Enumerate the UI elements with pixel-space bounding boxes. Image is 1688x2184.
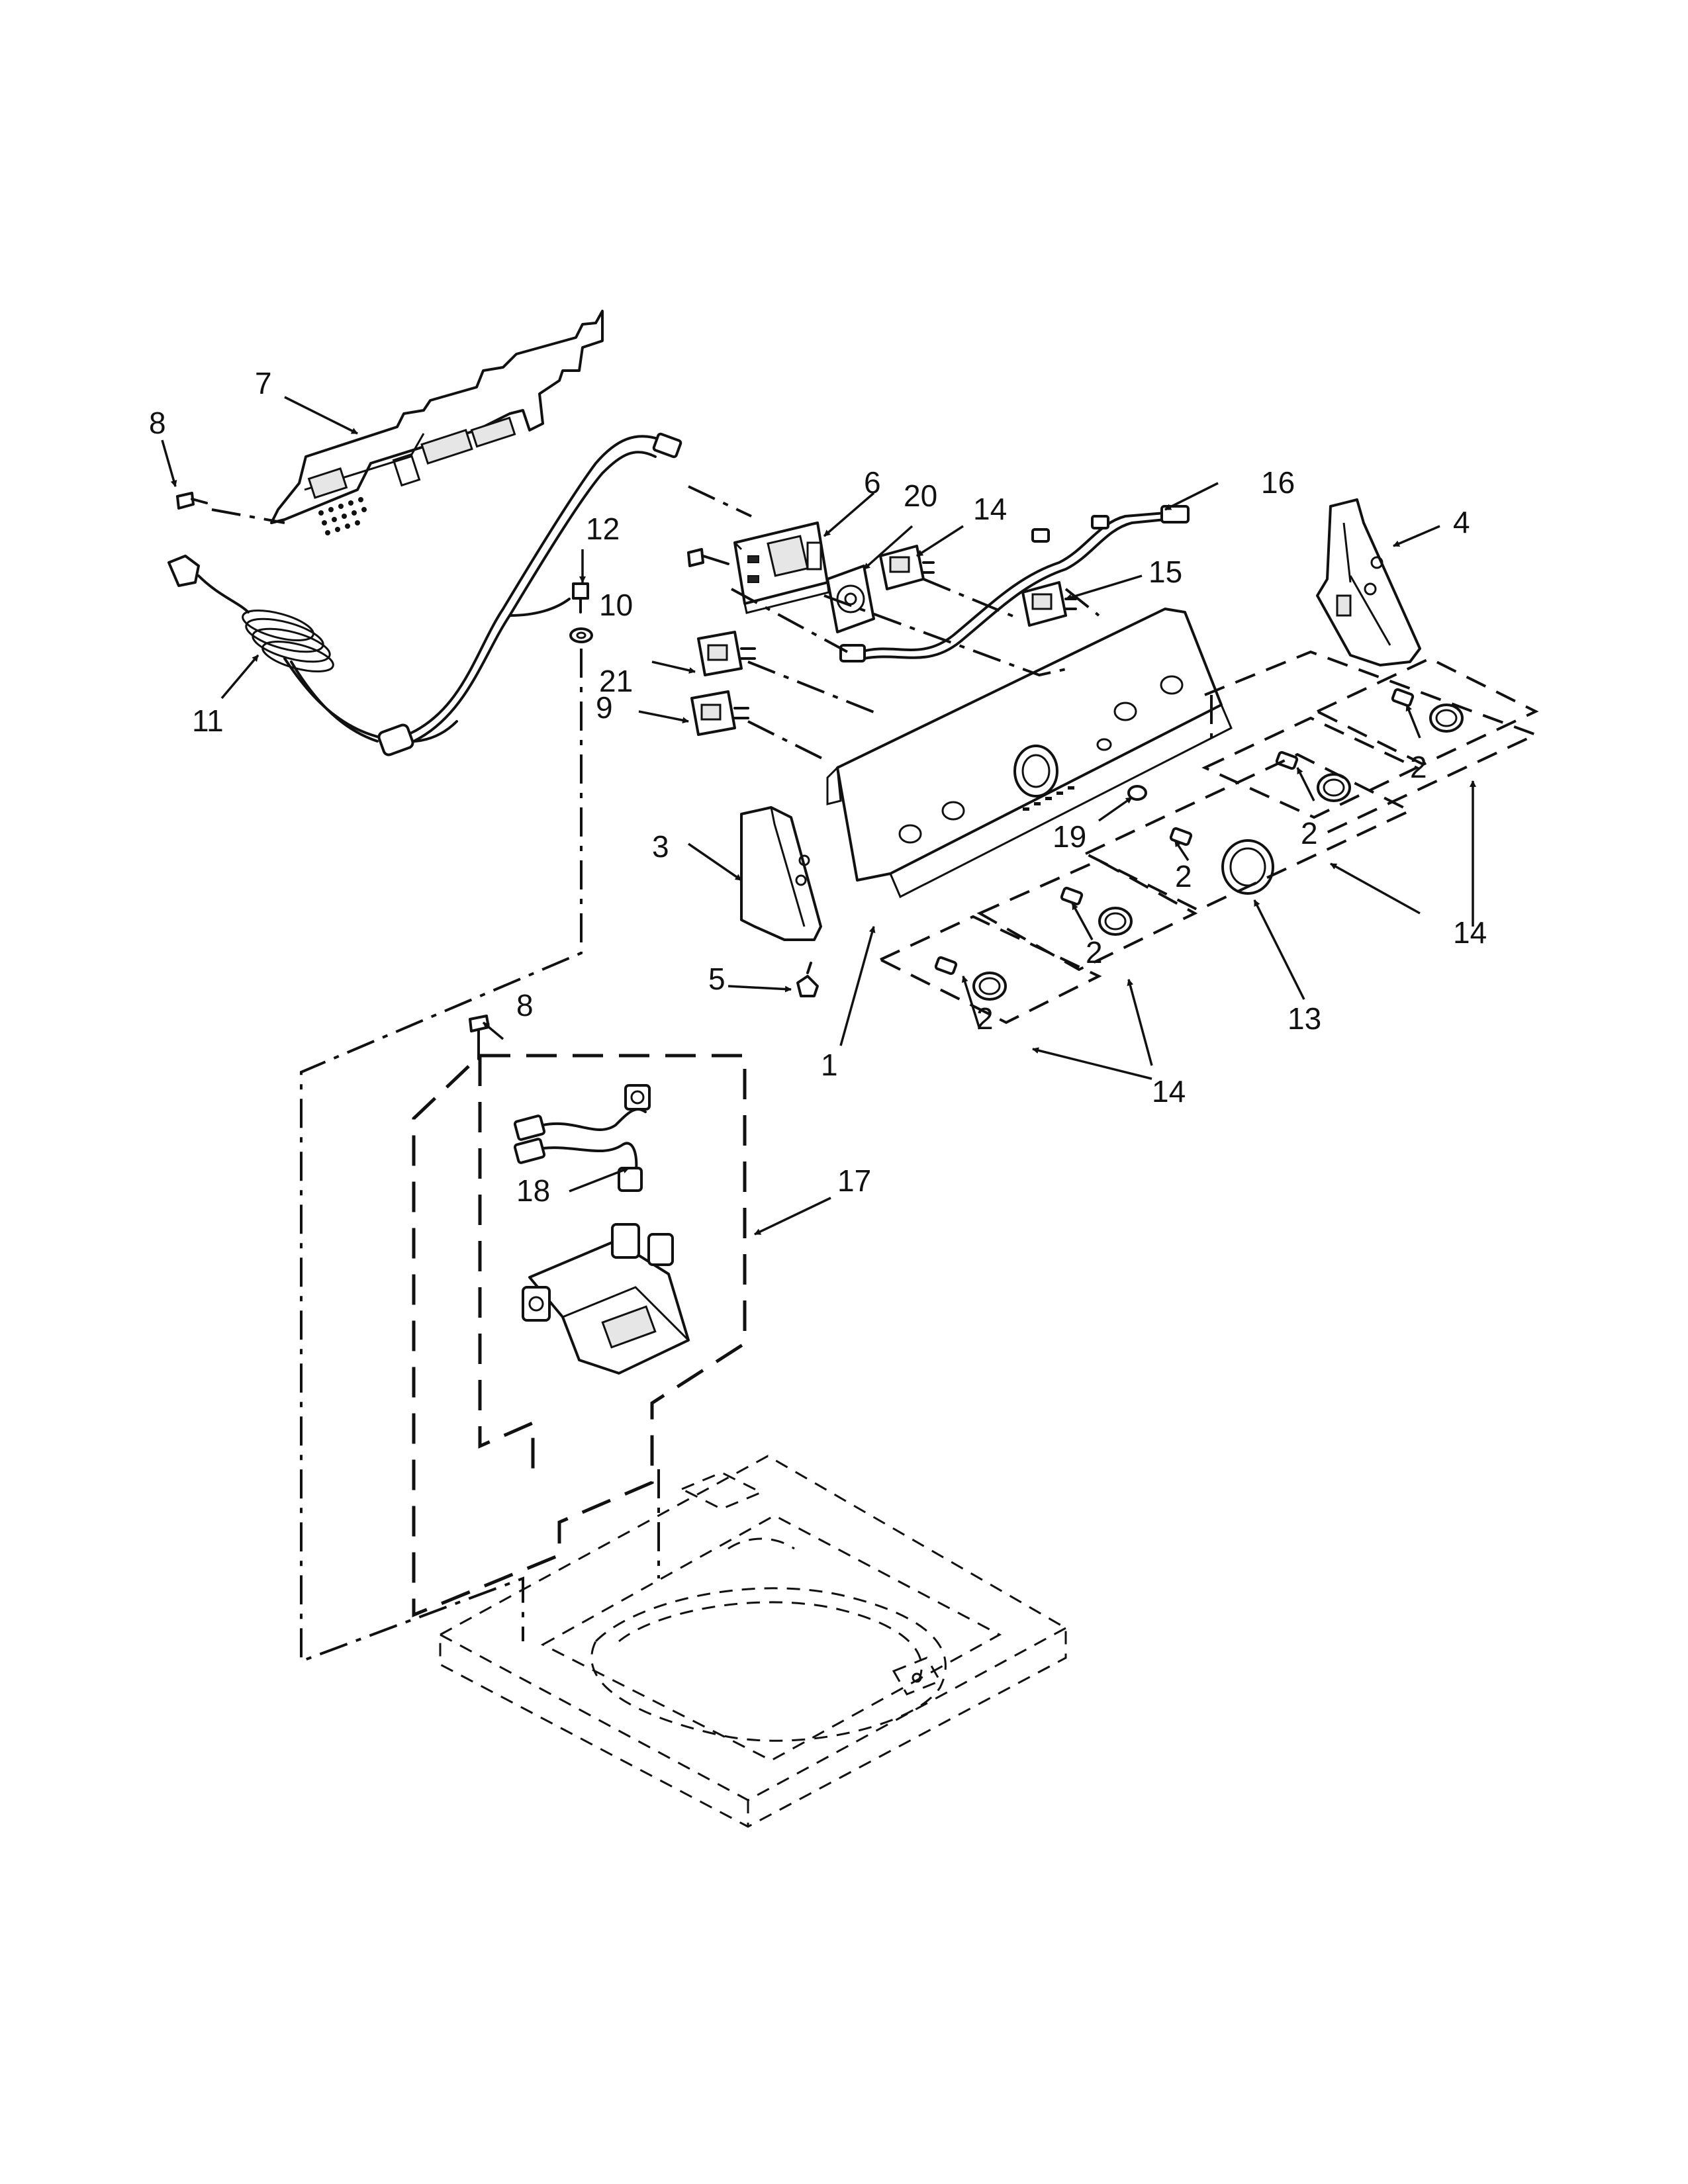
callout-17: 17: [837, 1163, 871, 1198]
water-valve-kit-frame: [412, 1054, 747, 1617]
top-cabinet-part: [439, 1455, 1067, 1828]
screw-part-top: [176, 492, 208, 510]
callout-12: 12: [586, 512, 620, 546]
water-valve-harness-part: [513, 1084, 651, 1192]
end-cap-left-part: [740, 806, 822, 941]
kit-frame-14e: [1314, 657, 1539, 766]
callout-1: 1: [821, 1048, 838, 1082]
switch-part-lower: [1021, 581, 1077, 627]
control-board-part: [733, 522, 830, 614]
wire-harness-part: [839, 505, 1190, 662]
callout-3: 3: [652, 829, 669, 864]
callout-15-lower: 15: [1149, 555, 1182, 589]
kit-frame-large: [1204, 650, 1540, 835]
callout-13: 13: [1288, 1001, 1321, 1036]
power-cord-part: [167, 432, 682, 756]
callout-6: 6: [864, 465, 881, 500]
leader-arrows: [161, 396, 1476, 1236]
callout-10: 10: [599, 588, 633, 622]
switch-part-21: [697, 631, 756, 676]
callout-5: 5: [708, 962, 726, 996]
callout-21: 21: [599, 664, 633, 698]
knob-group-1: [934, 956, 1007, 1001]
callout-2-b: 2: [1086, 935, 1103, 970]
callout-11: 11: [192, 704, 224, 738]
clip-part: [796, 962, 819, 997]
rear-panel-bracket-part: [270, 310, 604, 535]
callout-15-upper: 14: [973, 492, 1007, 526]
callout-9: 9: [596, 690, 613, 725]
board-screw-part: [687, 548, 729, 567]
callout-8-top: 8: [149, 406, 166, 440]
callout-18: 18: [516, 1173, 550, 1208]
knob-group-2: [1060, 886, 1133, 936]
callout-7: 7: [255, 366, 272, 400]
encoder-part: [826, 565, 875, 633]
indicator-part: [1127, 785, 1147, 801]
callout-20: 20: [904, 478, 937, 513]
callout-16: 16: [1261, 465, 1295, 500]
kit-frame-14a: [877, 915, 1102, 1024]
callout-4: 4: [1453, 505, 1470, 539]
ground-screw-part: [569, 582, 593, 643]
callout-2-a: 2: [976, 1001, 994, 1036]
screw-part-bottom: [469, 1015, 490, 1060]
end-cap-right-part: [1316, 498, 1421, 666]
callout-19: 19: [1053, 819, 1086, 854]
callout-8-bottom: 8: [516, 988, 534, 1023]
knob-group-4: [1275, 751, 1351, 802]
knob-group-3: [1169, 827, 1274, 895]
callout-14-left: 14: [1152, 1074, 1186, 1109]
kit-frame-14d: [1201, 716, 1420, 819]
callout-2-c: 2: [1175, 859, 1192, 893]
console-part: [826, 608, 1233, 899]
kit-frame-14b: [976, 858, 1198, 972]
kit-frame-14c: [1082, 752, 1413, 912]
switch-part-9: [690, 690, 749, 736]
callout-2-e: 2: [1410, 750, 1427, 784]
water-valve-part: [522, 1223, 690, 1375]
assembly-guide-lines: [211, 485, 1213, 1663]
callout-2-d: 2: [1301, 816, 1318, 850]
callout-14-right: 14: [1453, 915, 1487, 950]
switch-part-upper: [879, 545, 935, 590]
knob-group-5: [1391, 688, 1464, 733]
